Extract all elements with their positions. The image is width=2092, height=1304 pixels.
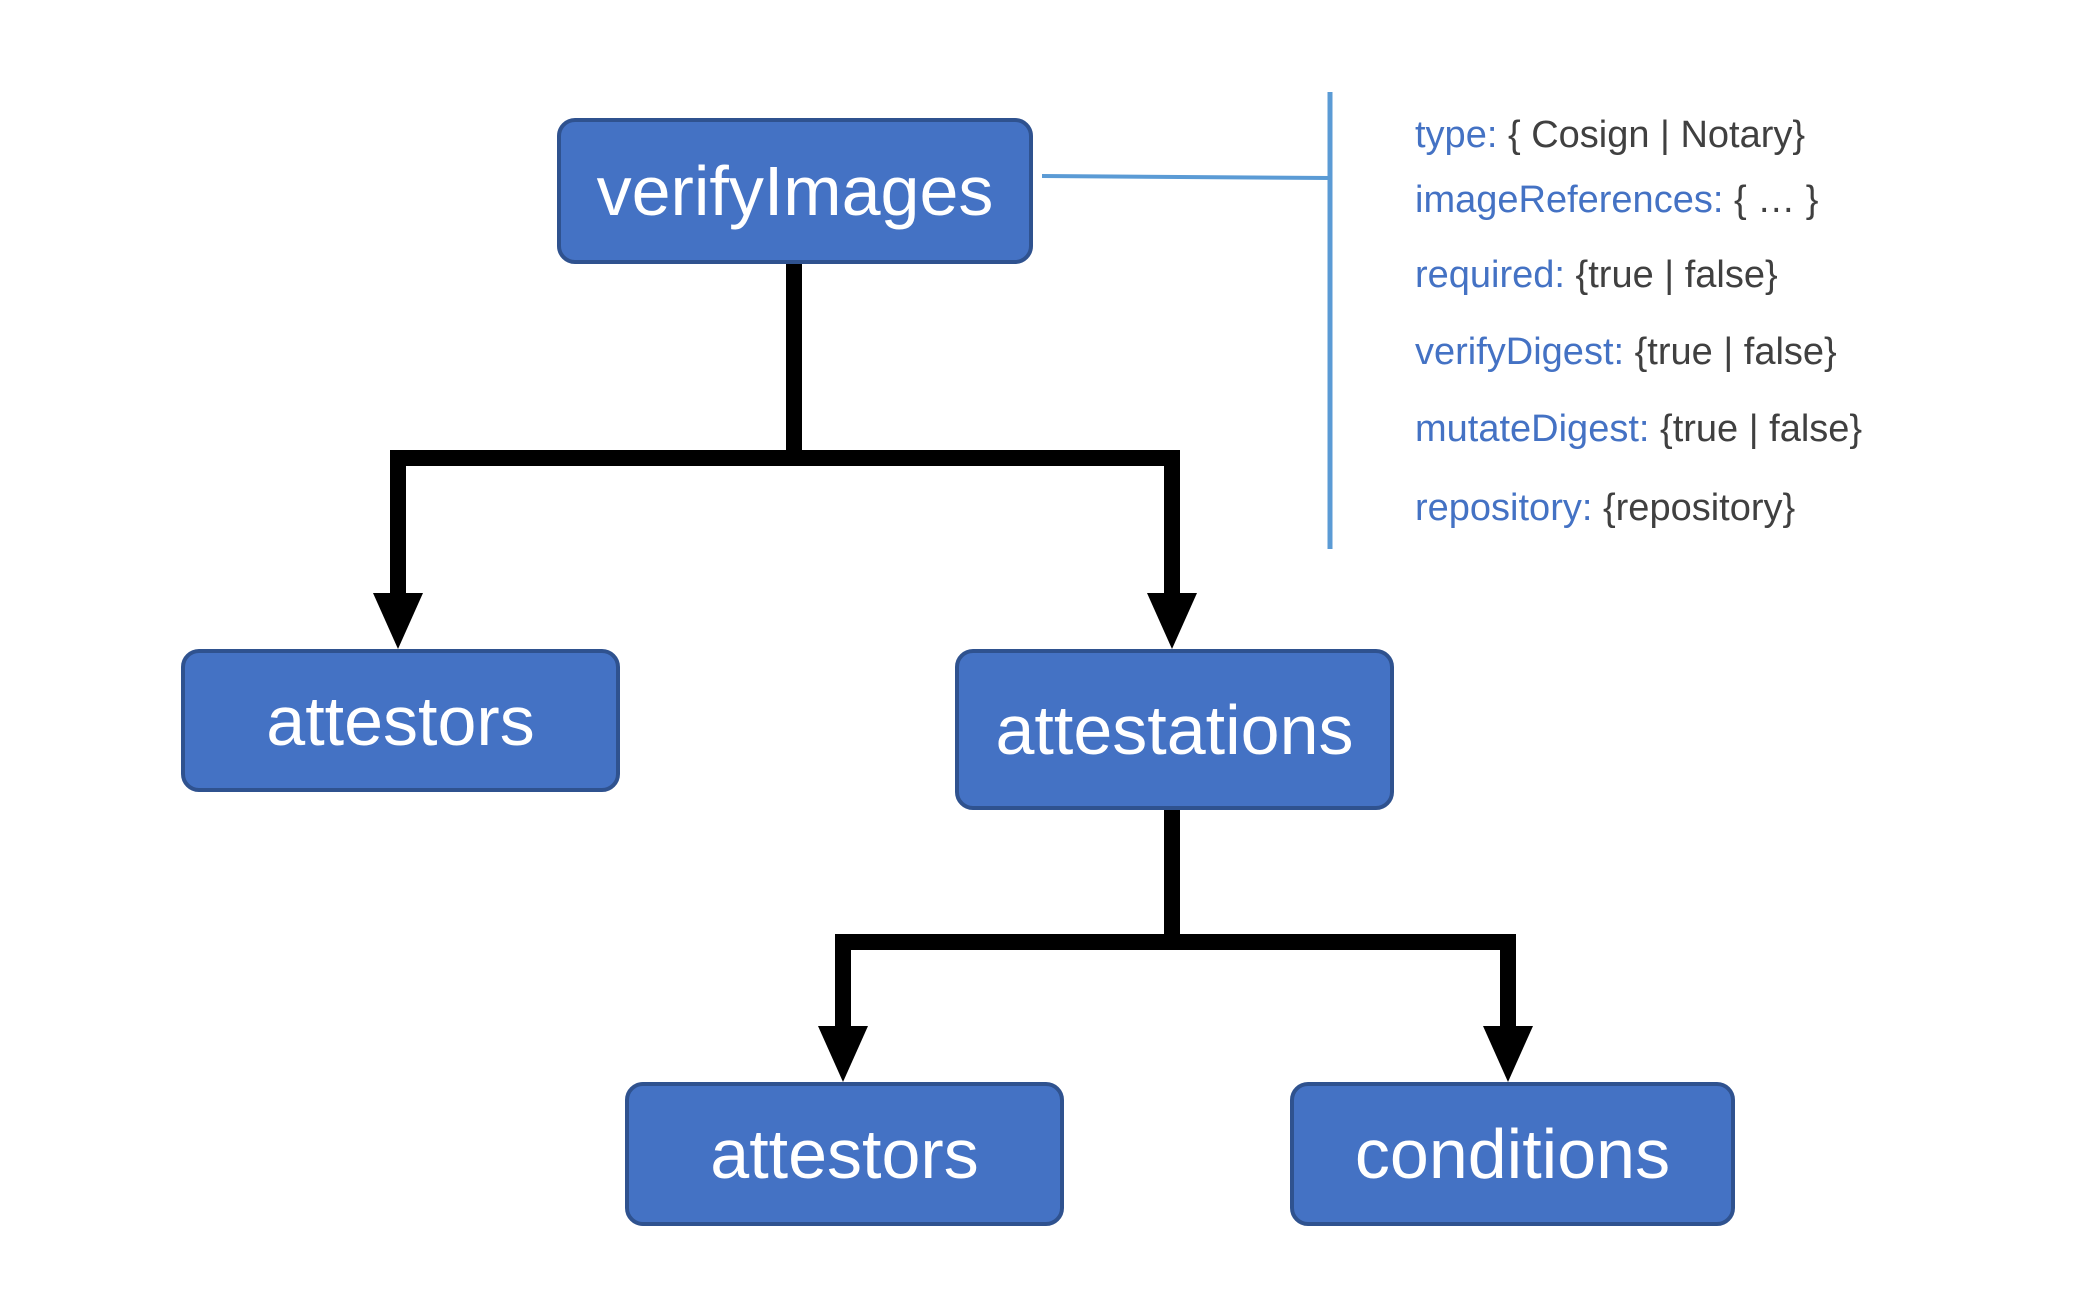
node-attestors: attestors bbox=[181, 649, 620, 792]
property-key: mutateDigest: bbox=[1415, 408, 1650, 450]
property-mutate-digest: mutateDigest: {true | false} bbox=[1415, 410, 1862, 448]
property-value: {true | false} bbox=[1564, 254, 1778, 296]
property-value: {true | false} bbox=[1624, 331, 1837, 373]
arrow-head-to-attestations bbox=[1147, 593, 1197, 649]
property-required: required: {true | false} bbox=[1415, 256, 1778, 294]
property-key: type: bbox=[1415, 114, 1498, 156]
node-conditions: conditions bbox=[1290, 1082, 1735, 1226]
property-key: verifyDigest: bbox=[1415, 331, 1625, 373]
node-verify-images: verifyImages bbox=[557, 118, 1033, 264]
node-nested-attestors: attestors bbox=[625, 1082, 1064, 1226]
arrow-head-to-nested-attestors bbox=[818, 1026, 868, 1082]
tree-connector-level-1 bbox=[390, 264, 1180, 600]
property-key: required: bbox=[1415, 254, 1565, 296]
tree-connector-level-2 bbox=[835, 810, 1516, 1033]
arrow-head-to-conditions bbox=[1483, 1026, 1533, 1082]
property-value: { Cosign | Notary} bbox=[1497, 114, 1806, 156]
property-repository: repository: {repository} bbox=[1415, 489, 1795, 527]
property-value: {true | false} bbox=[1649, 408, 1863, 450]
property-key: imageReferences: bbox=[1415, 179, 1724, 221]
property-key: repository: bbox=[1415, 487, 1593, 529]
property-image-references: imageReferences: { … } bbox=[1415, 181, 1818, 219]
property-value: { … } bbox=[1723, 179, 1819, 221]
arrow-head-to-attestors bbox=[373, 593, 423, 649]
property-verify-digest: verifyDigest: {true | false} bbox=[1415, 333, 1837, 371]
property-value: {repository} bbox=[1592, 487, 1796, 529]
property-type: type: { Cosign | Notary} bbox=[1415, 116, 1805, 154]
bracket-connector-line bbox=[1041, 174, 1331, 180]
node-attestations: attestations bbox=[955, 649, 1394, 810]
